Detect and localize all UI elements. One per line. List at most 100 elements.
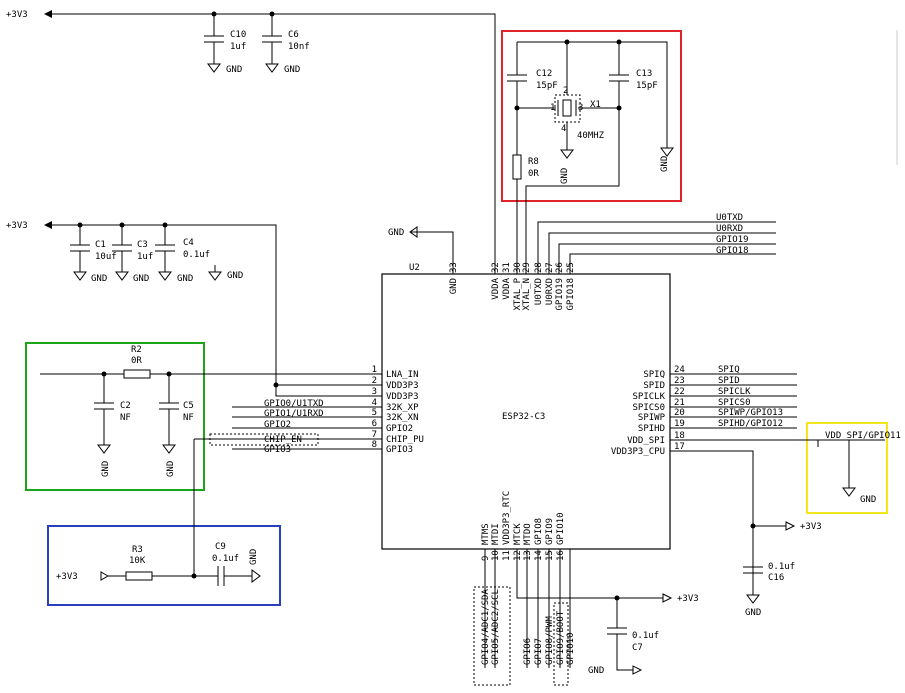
c12-value: 15pF [536,81,558,91]
pin-name: LNA_IN [386,370,419,380]
right-side-nets: SPIQ SPID SPICLK SPICS0 SPIWP/GPIO13 SPI… [670,365,901,618]
crystal-highlight-box [501,30,682,202]
pin-name: GPIO10 [556,512,566,545]
c7-ref: C7 [632,643,643,653]
pin-number: 4 [372,398,377,408]
pin-number: 10 [491,550,501,561]
pin-number: 27 [545,262,555,273]
pin-name: SPIQ [643,370,665,380]
pin-number: 8 [372,440,377,450]
net-label-gpio5: GPIO5/ADC2/SCL [491,589,501,665]
pin-number: 33 [449,262,459,273]
c3-ref: C3 [137,240,148,250]
pin-number: 25 [566,262,576,273]
c16-ref: C16 [768,573,784,583]
gnd-label: GND [860,495,876,505]
pin-name: GPIO2 [386,424,413,434]
net-label-spihd: SPIHD/GPIO12 [718,419,783,429]
pin-number: 28 [534,262,544,273]
esp32-c3-chip [381,273,671,550]
bottom-nets: +3V3 0.1uf C7 GND GPIO4/ADC1/SDA GPIO5/A… [473,549,699,686]
pin-name: CHIP_PU [386,435,424,445]
power-label-vdd-cpu: +3V3 [800,522,822,532]
pin-number: 17 [674,442,685,452]
r2-value: 0R [131,356,142,366]
pin-number: 24 [674,365,685,375]
pin-name: MTDO [523,523,533,545]
pin-number: 23 [674,376,685,386]
pin-name: GPIO8 [534,518,544,545]
net-label-gpio3: GPIO3 [264,445,291,455]
pin-name: GPIO3 [386,445,413,455]
c9-value: 0.1uf [212,554,239,564]
net-label-spics0: SPICS0 [718,398,751,408]
pin-name: GPIO9 [545,518,555,545]
pin-name: GPIO18 [566,278,576,311]
net-label-gpio2: GPIO2 [264,420,291,430]
gnd-label: GND [745,608,761,618]
r8-body [512,154,522,180]
r2-body [123,369,151,379]
pin-name: SPID [643,381,665,391]
x1-value: 40MHZ [577,131,605,141]
c12-ref: C12 [536,69,552,79]
gnd-label: GND [166,461,176,477]
pin-name: SPIHD [638,424,665,434]
pin-name: MTCK [513,523,523,545]
pin-number: 32 [491,262,501,273]
power-label-top: +3V3 [6,10,28,20]
net-label-gpio8: GPIO8/PWM [545,616,555,665]
c10-value: 1uf [230,42,246,52]
pin-number: 9 [481,556,491,561]
gnd-label: GND [560,168,570,184]
pin-name: VDD3P3_CPU [611,447,665,457]
pin-name: VDDA [502,277,512,299]
net-label-gpio6: GPIO6 [523,638,533,665]
pin-number: 15 [545,550,555,561]
net-label-u0txd: U0TXD [716,213,743,223]
gnd-label: GND [91,274,107,284]
net-label-vdd-spi: VDD_SPI/GPIO11 [825,431,901,441]
pin-name: VDD3P3 [386,392,419,402]
x1-pin4: 4 [561,124,566,134]
c5-ref: C5 [183,401,194,411]
gnd-label: GND [284,65,300,75]
gnd-label: GND [226,65,242,75]
pin-number: 3 [372,387,377,397]
pin-number: 14 [534,550,544,561]
top-power-rail: +3V3 C10 1uf GND C6 10nf GND [6,10,496,274]
c2-value: NF [120,413,131,423]
net-label-gpio4: GPIO4/ADC1/SDA [481,589,491,665]
pin-number: 6 [372,419,377,429]
c7-value: 0.1uf [632,631,659,641]
gnd-label: GND [249,549,259,565]
pin-number: 12 [513,550,523,561]
pin-number: 11 [502,550,512,561]
x1-pin1: 1 [550,103,555,113]
pin-number: 13 [523,550,533,561]
power-label-vdd-rtc: +3V3 [677,594,699,604]
chip-gnd-connection: GND [388,226,454,274]
chip-name: ESP32-C3 [502,412,545,422]
pin-number: 1 [372,365,377,375]
gnd-label: GND [177,274,193,284]
r3-ref: R3 [132,545,143,555]
pin-number: 29 [522,262,532,273]
pin-number: 19 [674,419,685,429]
c10-ref: C10 [230,30,246,40]
pin-number: 2 [372,376,377,386]
c9-ref: C9 [215,542,226,552]
c4-value: 0.1uf [183,250,210,260]
net-label-gpio7: GPIO7 [534,638,544,665]
junction-dot [191,573,197,579]
pin-name: 32K_XP [386,403,419,413]
pin-name: XTAL_P [513,277,523,310]
gnd-symbol [208,265,222,281]
pin-number: 7 [372,430,377,440]
pin-name: VDD_SPI [627,436,665,446]
top-net-labels: U0TXD U0RXD GPIO19 GPIO18 [537,213,776,274]
pin-name: GND [449,278,459,294]
net-label-spiq: SPIQ [718,365,740,375]
